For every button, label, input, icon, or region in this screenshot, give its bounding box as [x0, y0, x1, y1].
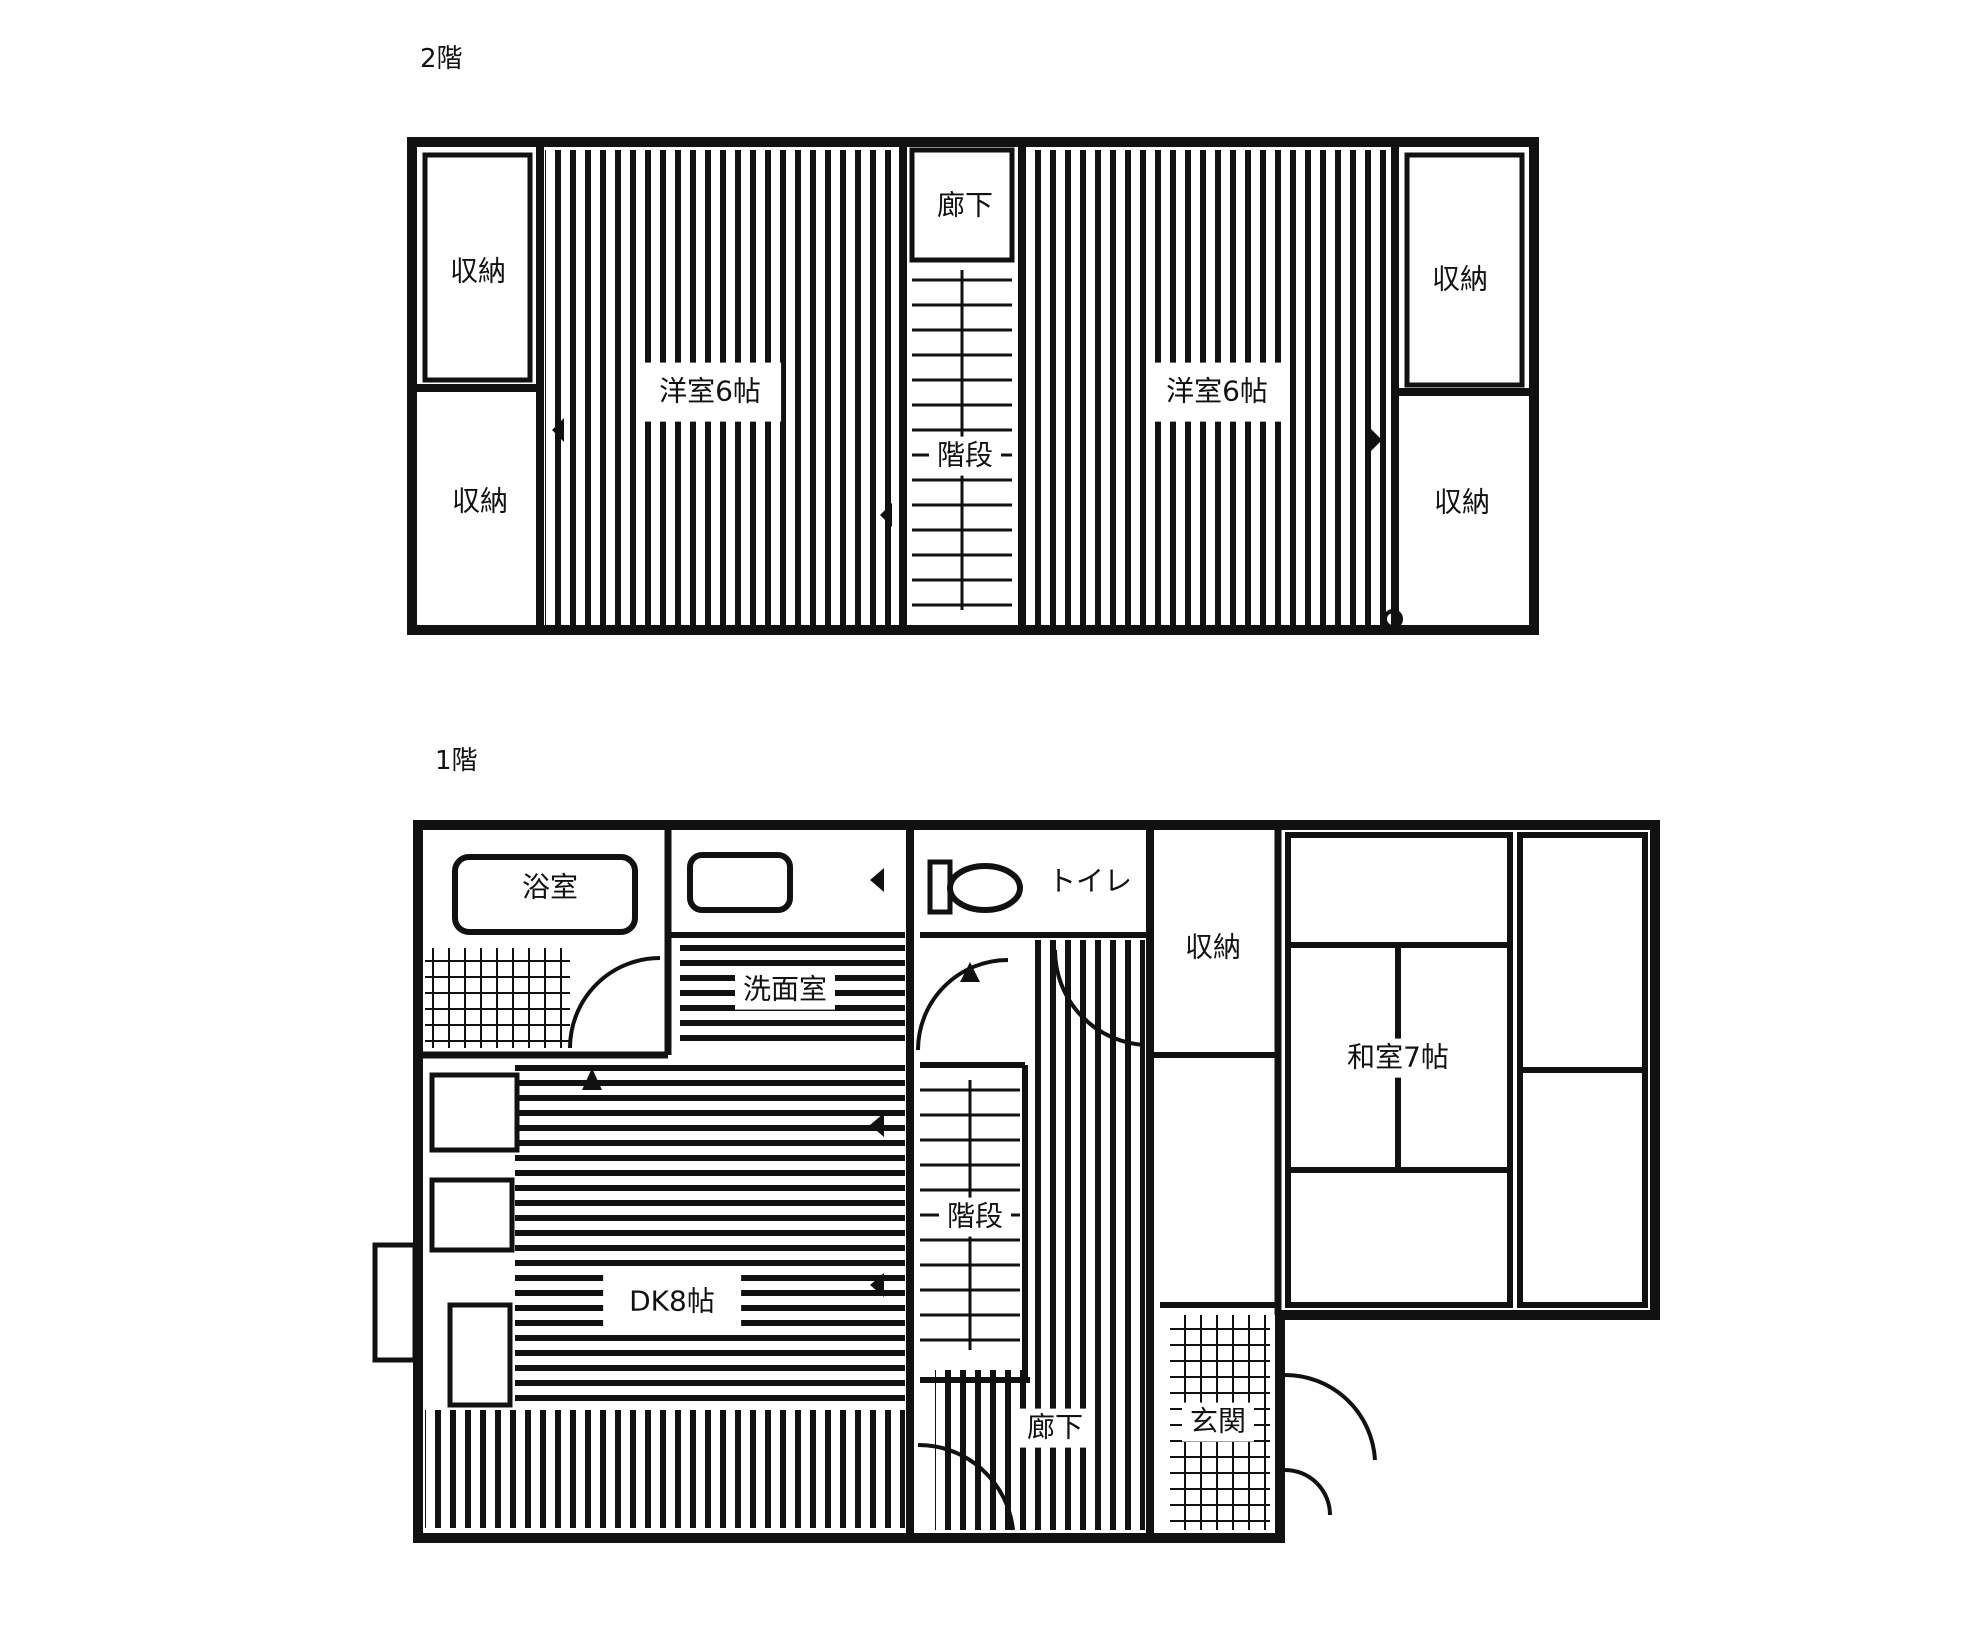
floor1-dk-lower-flooring: [425, 1410, 905, 1528]
floor1-title: 1階: [435, 746, 478, 776]
floor1-japanese-room-label: 和室7帖: [1339, 1038, 1457, 1078]
floor1-toilet-label: トイレ: [1039, 862, 1141, 902]
floor2-storage-bottom-left-label: 収納: [443, 482, 517, 522]
floor2-storage-top-left-label: 収納: [441, 252, 515, 292]
floor2-western-room-left-label: 洋室6帖: [639, 362, 781, 422]
floor1-dk-flooring: [515, 1060, 905, 1410]
floor2-title: 2階: [420, 44, 463, 74]
floor1-plan: [372, 820, 1660, 1543]
floor1-bath-tiles: [425, 948, 570, 1048]
floor1-door-swings: [568, 949, 1377, 1531]
floor1-washroom-label: 洗面室: [734, 970, 836, 1010]
floor1-storage-label: 収納: [1176, 928, 1250, 968]
floor1-hallway-label: 廊下: [1018, 1408, 1092, 1448]
floor2-stair-treads: [912, 270, 1012, 610]
floor2-stairs-label: 階段: [928, 436, 1002, 476]
floor2-storage-bottom-right-label: 収納: [1425, 483, 1499, 523]
floor2-hallway-label: 廊下: [928, 186, 1002, 226]
floor1-dk-label: DK8帖: [603, 1274, 741, 1330]
floor2-western-room-right-label: 洋室6帖: [1146, 362, 1288, 422]
floor1-bath-label: 浴室: [513, 868, 587, 908]
floor2-storage-top-right-label: 収納: [1423, 260, 1497, 300]
floor1-entrance-label: 玄関: [1181, 1402, 1255, 1442]
floor1-stairs-label: 階段: [938, 1197, 1012, 1237]
